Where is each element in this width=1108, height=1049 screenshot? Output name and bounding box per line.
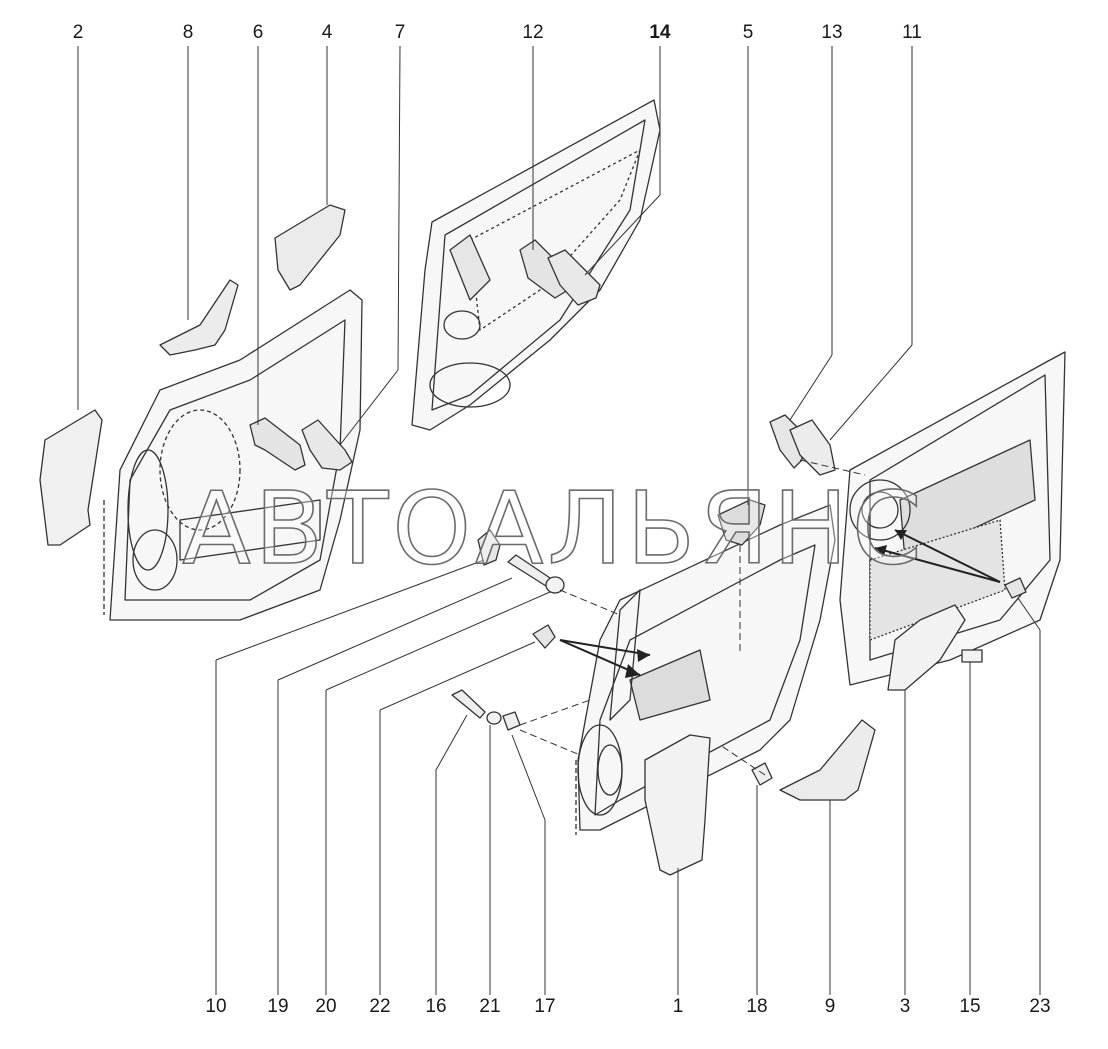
part-4-pocket <box>274 204 346 291</box>
callout-6: 6 <box>252 22 264 43</box>
arrow-heads <box>625 530 907 678</box>
part-11-bracket <box>789 419 836 476</box>
part-20-washer <box>545 576 565 594</box>
callout-14: 14 <box>649 22 671 43</box>
callout-20: 20 <box>315 996 337 1017</box>
callout-2: 2 <box>72 22 84 43</box>
part-8-bracket <box>159 279 239 356</box>
part-10-clip <box>477 529 501 566</box>
part-14-handle <box>547 249 601 306</box>
callout-17: 17 <box>534 996 556 1017</box>
part-18-clip <box>751 762 773 786</box>
callout-23: 23 <box>1029 996 1051 1017</box>
part-9-bracket <box>779 719 876 801</box>
callout-10: 10 <box>205 996 227 1017</box>
callout-8: 8 <box>182 22 194 43</box>
part-1-cover <box>644 734 711 876</box>
callout-7: 7 <box>394 22 406 43</box>
part-23-clip <box>1004 577 1027 599</box>
leader-lines-top <box>77 45 913 505</box>
part-6-handle <box>249 417 306 471</box>
arrows <box>559 529 1001 676</box>
callout-11: 11 <box>902 22 922 43</box>
callout-4: 4 <box>321 22 333 43</box>
callout-3: 3 <box>899 996 911 1017</box>
callout-12: 12 <box>522 22 544 43</box>
callout-13: 13 <box>821 22 843 43</box>
leader-lines-bottom <box>215 559 1041 995</box>
part-16-screw <box>451 689 486 719</box>
part-7-handle <box>301 419 353 471</box>
door-trim-panel-left <box>103 289 363 621</box>
callout-15: 15 <box>959 996 981 1017</box>
callout-19: 19 <box>267 996 289 1017</box>
callout-21: 21 <box>479 996 501 1017</box>
callout-18: 18 <box>746 996 768 1017</box>
callout-5: 5 <box>742 22 754 43</box>
part-5-cup <box>717 499 766 546</box>
part-19-screw <box>507 554 551 587</box>
callout-16: 16 <box>425 996 447 1017</box>
door-trim-panel-right <box>839 351 1066 686</box>
assembly-lines <box>519 459 866 776</box>
part-17-clip <box>502 711 521 731</box>
part-2-cover <box>39 409 103 546</box>
callout-1: 1 <box>672 996 684 1017</box>
callout-22: 22 <box>369 996 391 1017</box>
part-22-clip <box>532 624 556 649</box>
part-15-plug <box>961 649 983 663</box>
callout-9: 9 <box>824 996 836 1017</box>
part-21-washer <box>486 711 502 725</box>
part-3-cover <box>887 604 966 691</box>
